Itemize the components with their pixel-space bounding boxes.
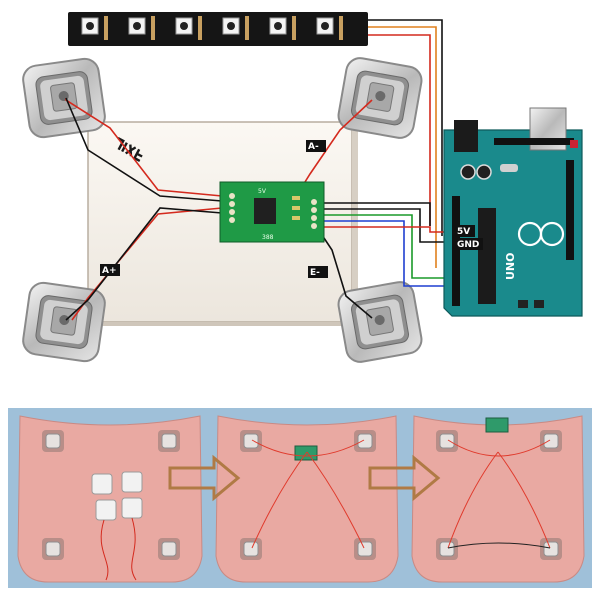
led-pixel <box>316 16 343 40</box>
arduino-uno-board: UNO <box>443 107 583 317</box>
label-e-minus: E- <box>310 268 320 278</box>
uno-label: UNO <box>504 253 517 281</box>
photo-panel <box>411 415 585 583</box>
hx711-bottom-text: 388 <box>262 234 274 241</box>
hx711-module: 5V 388 <box>219 181 325 243</box>
photo-panel <box>17 415 203 583</box>
led-strip <box>68 12 368 46</box>
led-pixel <box>81 16 108 40</box>
label-a-plus: A+ <box>102 266 117 276</box>
led-pixel <box>222 16 249 40</box>
photo-panel <box>215 415 399 583</box>
photo-panels <box>8 408 592 588</box>
label-a-minus: A- <box>308 142 319 152</box>
corner-labels: A- A+ E- <box>100 140 328 278</box>
wires <box>65 19 455 321</box>
label-5v: 5V <box>457 227 470 237</box>
load-cell-icon <box>22 57 106 139</box>
label-gnd: GND <box>457 240 479 250</box>
hx711-top-text: 5V <box>258 188 267 195</box>
arrow-right-icon <box>368 454 441 502</box>
power-labels: 5V GND <box>455 225 483 250</box>
led-pixel <box>269 16 296 40</box>
led-pixel <box>128 16 155 40</box>
arrow-right-icon <box>168 454 241 502</box>
led-pixel <box>175 16 202 40</box>
load-cell-icon <box>337 281 423 363</box>
load-cell-icon <box>337 57 423 139</box>
